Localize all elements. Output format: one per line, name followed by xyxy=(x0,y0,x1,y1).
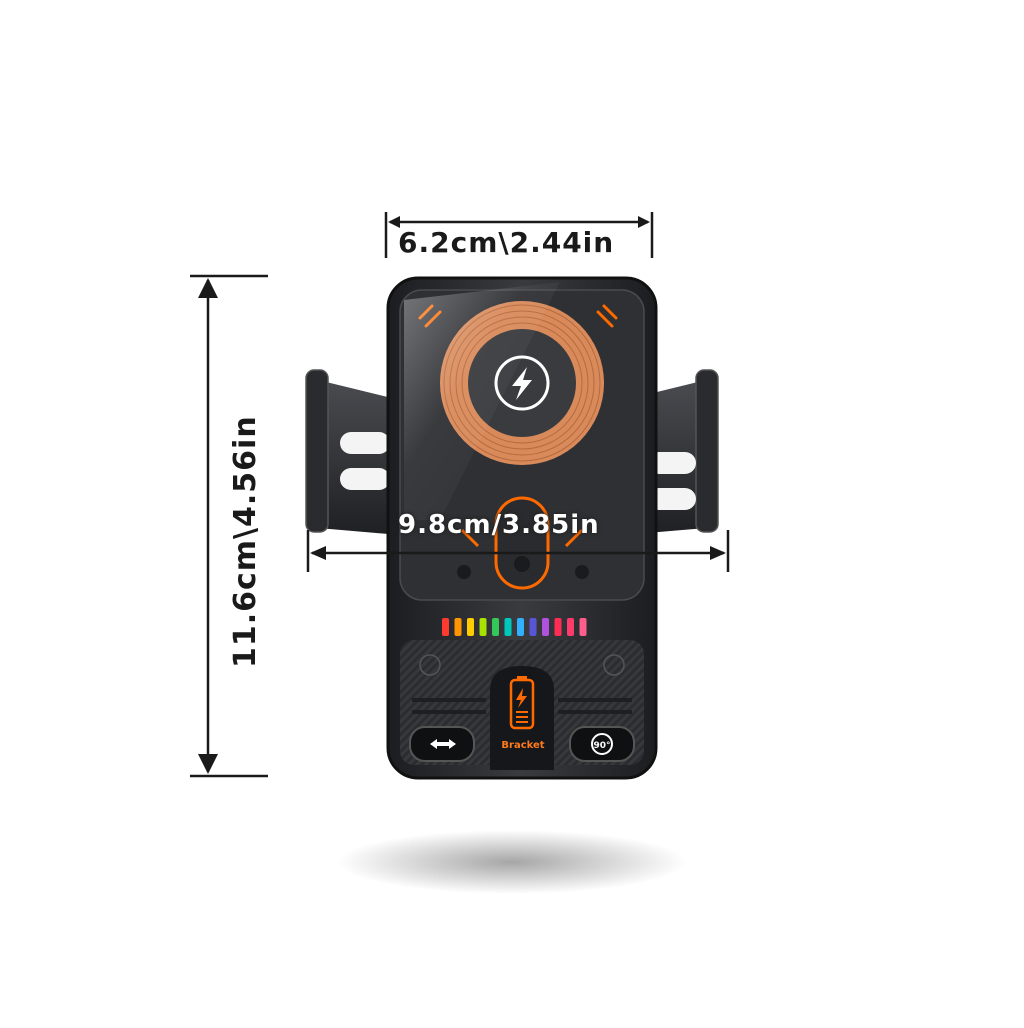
corner-accent-right xyxy=(596,304,618,328)
led-segment xyxy=(504,618,512,636)
right-button-label: 90° xyxy=(593,741,610,751)
led-segment xyxy=(467,618,474,636)
led-segment xyxy=(542,618,549,636)
led-segment xyxy=(529,618,537,636)
rotate-button[interactable]: 90° xyxy=(569,726,635,762)
led-segment xyxy=(454,618,462,636)
bracket-label: Bracket xyxy=(501,740,545,751)
glass-reflection xyxy=(404,282,560,520)
height-label: 11.6cm\4.56in xyxy=(228,415,263,668)
led-segment xyxy=(554,618,562,636)
led-segment xyxy=(442,618,449,636)
arm-width-label: 9.8cm/3.85in xyxy=(398,510,600,540)
rotate-90-icon xyxy=(591,733,613,755)
rgb-led-strip xyxy=(442,618,587,636)
top-dimension-line xyxy=(384,212,654,258)
height-dimension-line xyxy=(190,274,268,778)
led-segment xyxy=(492,618,499,636)
arm-width-dimension-line xyxy=(306,530,730,572)
led-segment xyxy=(567,618,574,636)
double-arrow-icon xyxy=(430,739,456,749)
battery-lightning-icon xyxy=(509,676,535,730)
led-segment xyxy=(479,618,487,636)
led-segment xyxy=(579,618,587,636)
top-width-label: 6.2cm\2.44in xyxy=(398,226,615,259)
led-segment xyxy=(517,618,524,636)
center-slot xyxy=(457,496,589,590)
floor-shadow xyxy=(337,830,687,894)
release-button[interactable] xyxy=(409,726,475,762)
left-arm xyxy=(305,369,400,535)
